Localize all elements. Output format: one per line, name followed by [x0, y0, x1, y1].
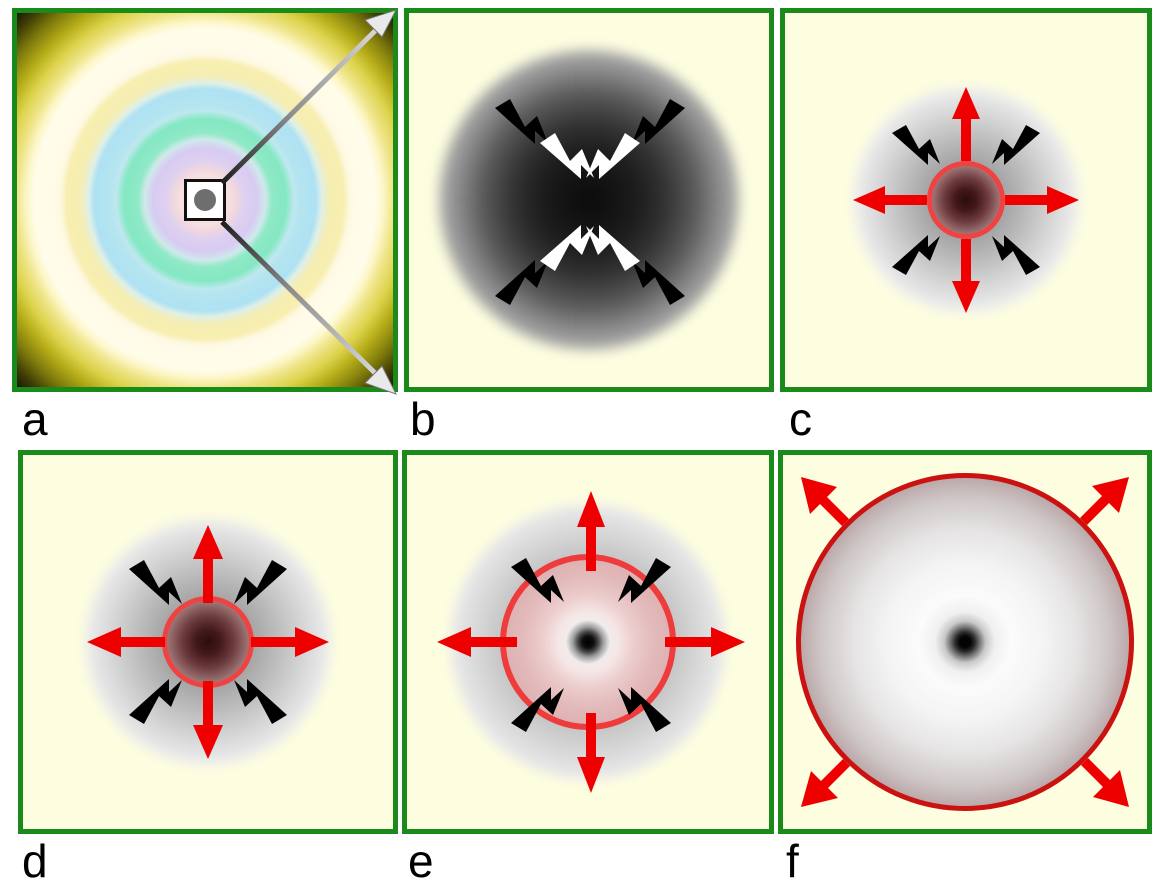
panel-c-arrows — [853, 87, 1079, 313]
panel-d-arrows — [87, 525, 329, 759]
panel-label-a: a — [22, 393, 48, 445]
panel-a-inset-dot — [194, 189, 216, 211]
panel-label-d: d — [22, 835, 48, 887]
panel-e — [402, 450, 774, 834]
panel-a — [12, 8, 398, 392]
panel-d — [18, 450, 398, 834]
panel-b-arrows — [495, 99, 685, 305]
panel-b-dark-sphere — [439, 50, 739, 350]
panel-a-inset-box — [184, 179, 226, 221]
panel-b-white-arrows — [540, 133, 640, 271]
panel-c — [780, 8, 1152, 392]
panel-d-black-arrows — [129, 560, 287, 724]
panel-f-red-arrows — [801, 477, 1129, 807]
panel-label-e: e — [408, 835, 434, 887]
panel-e-black-arrows — [511, 558, 671, 732]
panel-label-f: f — [786, 835, 799, 887]
panel-c-red-arrows — [853, 87, 1079, 313]
panel-d-red-arrows — [87, 525, 329, 759]
panel-f-arrows — [801, 477, 1129, 807]
panel-c-core-circle — [927, 161, 1005, 239]
panel-label-c: c — [789, 393, 812, 445]
panel-e-red-arrows — [437, 491, 745, 793]
panel-f-large-sphere — [796, 473, 1134, 811]
panel-b — [404, 8, 774, 392]
panel-b-black-arrows — [495, 99, 685, 305]
panel-f — [778, 450, 1152, 834]
panel-c-black-arrows — [892, 125, 1040, 275]
panel-e-arrows — [437, 491, 745, 793]
panel-label-b: b — [410, 393, 436, 445]
